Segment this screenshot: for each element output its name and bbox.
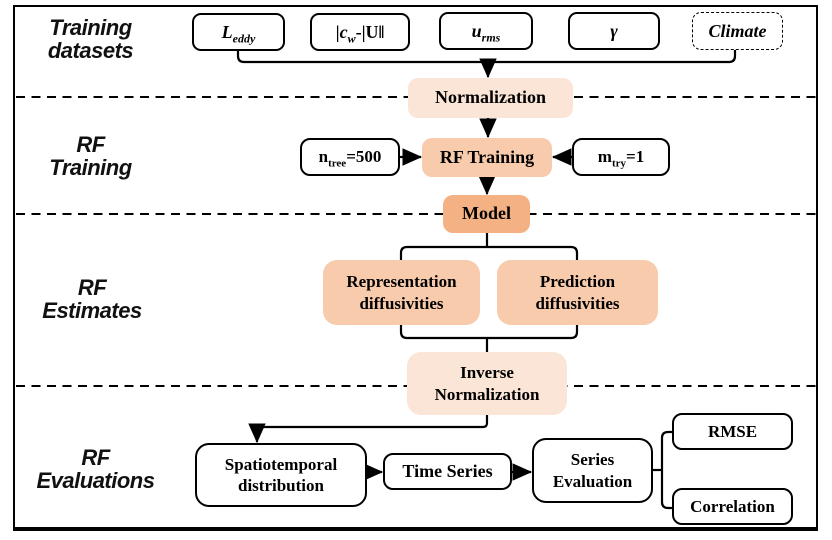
series-evaluation-box: Series Evaluation: [532, 438, 653, 503]
section-label-line: Evaluations: [36, 468, 155, 494]
section-label-line: RF: [81, 445, 110, 470]
rmse-label: RMSE: [707, 421, 758, 441]
dataset-box-urms: urms: [439, 12, 533, 50]
mtry-parameter-box: mtry=1: [572, 138, 670, 176]
dataset-box-gamma: γ: [568, 12, 660, 50]
model-box: Model: [443, 195, 530, 233]
inverse-normalization-line1: Inverse: [460, 363, 514, 383]
section-label-training-datasets: Training datasets: [28, 16, 153, 62]
rf-training-label: RF Training: [439, 146, 535, 167]
correlation-label: Correlation: [690, 496, 775, 516]
dataset-label-leddy: Leddy: [221, 21, 256, 46]
normalization-box: Normalization: [408, 78, 573, 118]
prediction-diffusivities-line1: Prediction: [539, 272, 616, 292]
flow-connectors: [236, 50, 737, 510]
normalization-label: Normalization: [435, 87, 546, 108]
model-split-bracket: [399, 245, 579, 260]
correlation-box: Correlation: [672, 488, 793, 525]
time-series-box: Time Series: [383, 453, 512, 490]
dataset-label-climate: Climate: [708, 20, 767, 41]
representation-diffusivities-box: Representation diffusivities: [323, 260, 480, 325]
section-label-line: datasets: [47, 38, 134, 64]
section-label-line: RF: [76, 132, 105, 157]
prediction-diffusivities-box: Prediction diffusivities: [497, 260, 658, 325]
section-label-rf-estimates: RF Estimates: [28, 276, 156, 322]
ntree-parameter-label: ntree=500: [318, 147, 382, 170]
section-label-line: Estimates: [42, 298, 142, 324]
diagram-border: [13, 5, 818, 531]
spatiotemporal-line2: distribution: [238, 476, 324, 495]
arrow-invnorm-to-spatiotemporal: [248, 415, 489, 444]
dataset-label-cw-minus-u: |cw-|U‖: [335, 21, 385, 46]
dataset-label-urms: urms: [471, 20, 501, 45]
section-label-line: RF: [77, 275, 107, 300]
rf-training-box: RF Training: [422, 138, 552, 177]
time-series-label: Time Series: [402, 460, 493, 481]
model-label: Model: [462, 203, 511, 224]
dataset-box-climate: Climate: [692, 12, 783, 50]
series-evaluation-line2: Evaluation: [552, 471, 633, 491]
representation-diffusivities-line2: diffusivities: [359, 293, 444, 313]
section-label-line: Training: [49, 155, 132, 181]
series-evaluation-line1: Series: [570, 450, 615, 470]
section-label-rf-evaluations: RF Evaluations: [28, 446, 163, 492]
estimates-merge-bracket: [399, 325, 579, 340]
prediction-diffusivities-line2: diffusivities: [535, 293, 620, 313]
dataset-bus-line: [236, 50, 737, 64]
serieseval-bracket: [660, 430, 672, 510]
inverse-normalization-box: Inverse Normalization: [407, 352, 567, 415]
dataset-box-leddy: Leddy: [192, 13, 285, 51]
spatiotemporal-distribution-box: Spatiotemporal distribution: [195, 443, 367, 507]
section-label-line: Training: [49, 15, 132, 40]
dataset-label-gamma: γ: [610, 20, 618, 41]
ntree-parameter-box: ntree=500: [300, 138, 400, 176]
inverse-normalization-line2: Normalization: [434, 384, 540, 404]
section-label-rf-training: RF Training: [28, 133, 153, 179]
mtry-parameter-label: mtry=1: [597, 147, 645, 170]
spatiotemporal-line1: Spatiotemporal: [224, 454, 338, 474]
rmse-box: RMSE: [672, 413, 793, 450]
section-separator-lines: [16, 96, 817, 387]
representation-diffusivities-line1: Representation: [346, 272, 457, 292]
dataset-box-cw-minus-u: |cw-|U‖: [310, 13, 410, 51]
